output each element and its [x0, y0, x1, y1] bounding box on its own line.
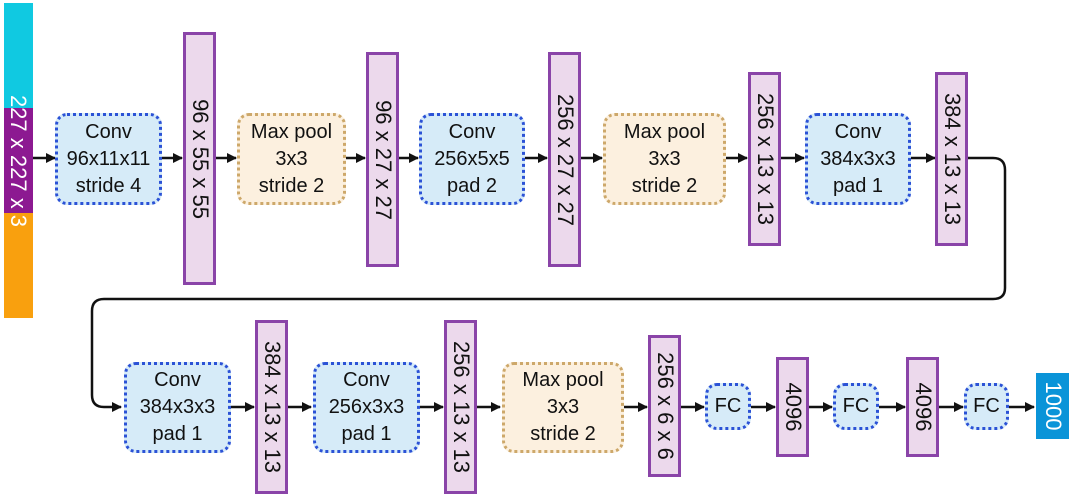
tensor-256x13x13-b-label: 256 x 13 x 13	[448, 340, 474, 474]
tensor-384x13x13-a: 384 x 13 x 13	[935, 72, 968, 246]
input-image-bar: 227 x 227 x 3	[4, 3, 33, 318]
conv1-box: Conv 96x11x11 stride 4	[55, 113, 162, 205]
input-segment-purple	[4, 108, 33, 213]
conv5-filters: 256x3x3	[328, 396, 405, 418]
conv4-filters: 384x3x3	[139, 396, 216, 418]
conv3-type: Conv	[834, 120, 882, 143]
input-segment-orange	[4, 213, 33, 318]
fc1-box: FC	[705, 383, 751, 430]
conv2-type: Conv	[448, 120, 496, 143]
maxpool3-param: stride 2	[530, 423, 596, 445]
conv3-param: pad 1	[832, 174, 884, 197]
conv5-param: pad 1	[341, 423, 392, 445]
tensor-256x27x27: 256 x 27 x 27	[548, 52, 581, 267]
fc3-box: FC	[964, 383, 1009, 430]
fc2-label: FC	[842, 395, 870, 417]
tensor-96x55x55: 96 x 55 x 55	[183, 32, 216, 285]
tensor-96x27x27: 96 x 27 x 27	[366, 52, 399, 267]
conv4-param: pad 1	[152, 423, 203, 445]
conv1-param: stride 4	[75, 174, 142, 197]
tensor-96x27x27-label: 96 x 27 x 27	[370, 99, 396, 220]
maxpool2-type: Max pool	[623, 120, 706, 143]
output-1000: 1000	[1036, 373, 1069, 439]
maxpool1-box: Max pool 3x3 stride 2	[237, 113, 346, 205]
tensor-4096-a-label: 4096	[780, 382, 806, 432]
maxpool2-size: 3x3	[648, 147, 681, 170]
tensor-256x13x13-a-label: 256 x 13 x 13	[752, 92, 778, 226]
conv4-type: Conv	[154, 369, 201, 391]
conv4-box: Conv 384x3x3 pad 1	[124, 362, 231, 453]
tensor-256x13x13-b: 256 x 13 x 13	[444, 320, 477, 494]
tensor-4096-b: 4096	[906, 357, 939, 457]
maxpool2-box: Max pool 3x3 stride 2	[603, 113, 726, 205]
conv5-box: Conv 256x3x3 pad 1	[313, 362, 420, 453]
tensor-256x6x6: 256 x 6 x 6	[648, 335, 681, 477]
fc2-box: FC	[833, 383, 879, 430]
conv3-box: Conv 384x3x3 pad 1	[805, 113, 911, 205]
tensor-384x13x13-a-label: 384 x 13 x 13	[939, 92, 965, 226]
input-size-label: 227 x 227 x 3	[6, 94, 31, 228]
fc1-label: FC	[714, 395, 742, 417]
tensor-256x27x27-label: 256 x 27 x 27	[552, 93, 578, 226]
maxpool3-size: 3x3	[546, 396, 580, 418]
conv5-type: Conv	[343, 369, 390, 391]
tensor-384x13x13-b-label: 384 x 13 x 13	[259, 340, 285, 474]
conv1-type: Conv	[85, 120, 132, 143]
conv3-filters: 384x3x3	[820, 147, 896, 170]
maxpool2-param: stride 2	[631, 174, 698, 197]
tensor-384x13x13-b: 384 x 13 x 13	[255, 320, 288, 494]
conv2-box: Conv 256x5x5 pad 2	[419, 113, 525, 205]
conv2-filters: 256x5x5	[434, 147, 510, 170]
conv2-param: pad 2	[446, 174, 498, 197]
output-label: 1000	[1040, 381, 1066, 431]
maxpool3-box: Max pool 3x3 stride 2	[502, 362, 624, 453]
tensor-4096-a: 4096	[776, 357, 809, 457]
fc3-label: FC	[973, 395, 1000, 417]
tensor-4096-b-label: 4096	[910, 382, 936, 432]
tensor-256x13x13-a: 256 x 13 x 13	[748, 72, 781, 246]
maxpool1-size: 3x3	[275, 147, 308, 170]
conv1-filters: 96x11x11	[66, 147, 151, 170]
tensor-96x55x55-label: 96 x 55 x 55	[187, 98, 213, 219]
maxpool3-type: Max pool	[522, 369, 604, 391]
tensor-256x6x6-label: 256 x 6 x 6	[652, 352, 678, 460]
input-segment-cyan	[4, 3, 33, 108]
maxpool1-type: Max pool	[250, 120, 333, 143]
arrow-wrap-row1-to-row2	[90, 156, 1007, 412]
maxpool1-param: stride 2	[258, 174, 325, 197]
